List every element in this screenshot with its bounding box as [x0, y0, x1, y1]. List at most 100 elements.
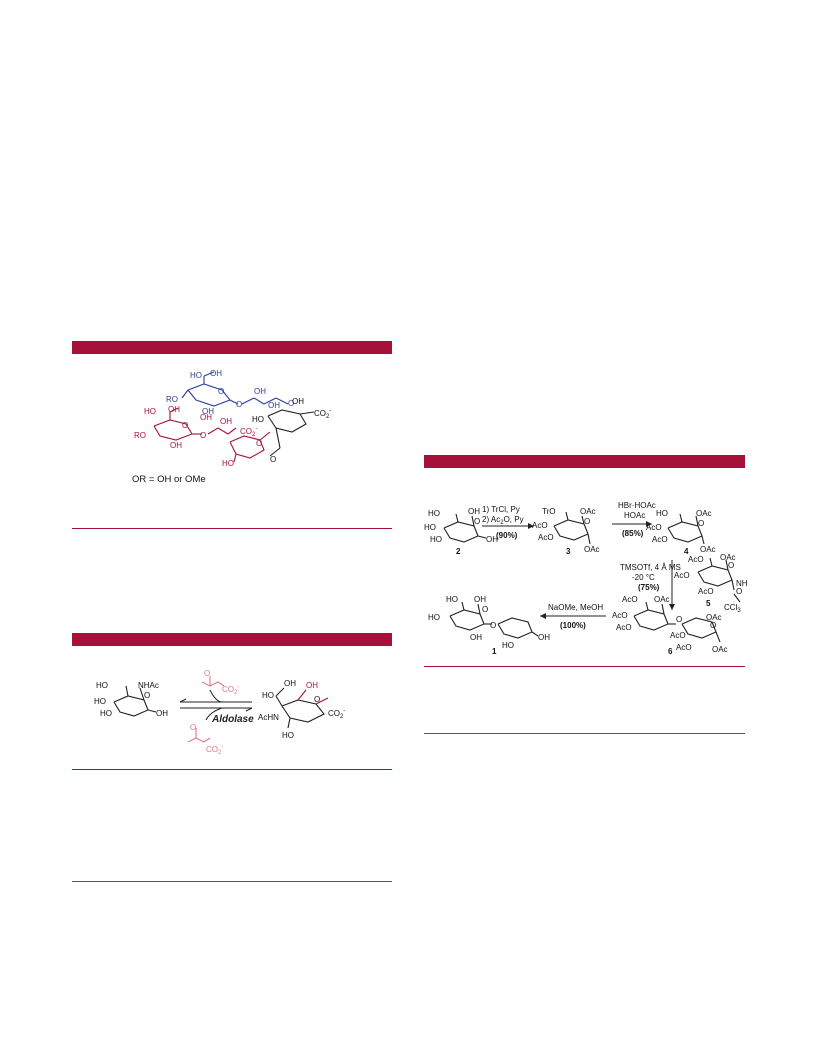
s3-step2-arrowhead: [646, 521, 652, 527]
s3-step3-yield: (75%): [638, 583, 660, 592]
s3-c1-number: 1: [492, 647, 497, 656]
s3-c6-o1: O: [676, 615, 682, 624]
s2-pyr-top-co2: CO2-: [222, 684, 239, 696]
blue-ring: [181, 371, 289, 407]
scheme1-figure: HO OH RO O O OH OH OH O OH CO2- HO O HO …: [132, 369, 331, 485]
s3-c2-oh1: OH: [468, 507, 480, 516]
scheme2-figure: HO NHAc HO HO OH O O CO2- Aldolase O CO2…: [94, 669, 345, 756]
s1-black-o: O: [270, 455, 276, 464]
s1-red-o2: O: [200, 431, 206, 440]
s3-c1-ho1: HO: [446, 595, 458, 604]
s3-c6-oac1: OAc: [654, 595, 670, 604]
s3-c2-number: 2: [456, 547, 461, 556]
scheme3-header-bar: [424, 455, 745, 468]
left-column-bottom-rule: [72, 881, 392, 882]
s3-c1-o1: O: [482, 605, 488, 614]
s1-red-oh2: OH: [170, 441, 182, 450]
s3-c1-oh2: OH: [470, 633, 482, 642]
s3-step4-arrowhead: [540, 613, 546, 619]
s1-blue-o2: O: [236, 400, 242, 409]
scheme1-bottom-rule: [72, 528, 392, 529]
s2-right-ho2: HO: [282, 731, 294, 740]
s3-step3-line1: TMSOTf, 4 Å MS: [620, 563, 681, 572]
s3-c4-oac2: OAc: [700, 545, 716, 554]
s3-c3-ring: [553, 511, 591, 545]
s3-c3-aco2: AcO: [538, 533, 554, 542]
s3-c6-oac3: OAc: [712, 645, 728, 654]
s1-blue-ro: RO: [166, 395, 178, 404]
s1-red-oh3: OH: [220, 417, 232, 426]
black-ring: [267, 409, 315, 457]
s1-red-ho1: HO: [144, 407, 156, 416]
s2-left-ho2: HO: [94, 697, 106, 706]
s1-blue-o1: O: [218, 387, 224, 396]
scheme3-figure: HO OH HO HO OH O 2 1) TrCl, Py 2) Ac2O, …: [424, 501, 748, 656]
s3-c4-number: 4: [684, 547, 689, 556]
s3-c1-oh1: OH: [474, 595, 486, 604]
s2-left-o: O: [144, 691, 150, 700]
s3-c2-o: O: [474, 517, 480, 526]
s3-c6-aco1: AcO: [622, 595, 638, 604]
s2-enzyme-label: Aldolase: [211, 714, 254, 725]
s3-step1-line2: 2) Ac2O, Py: [482, 515, 524, 526]
s1-black-co2: CO2-: [314, 408, 331, 420]
s3-step2-line2: HOAc: [624, 511, 645, 520]
s3-c5-o1: O: [728, 561, 734, 570]
s3-c6-aco5: AcO: [676, 643, 692, 652]
s3-step1-line1: 1) TrCl, Py: [482, 505, 520, 514]
s2-left-nhac: NHAc: [138, 681, 159, 690]
s3-c2-ho2: HO: [424, 523, 436, 532]
s1-black-oh: OH: [292, 397, 304, 406]
s3-c6-oac2: OAc: [706, 613, 722, 622]
s2-left-ho3: HO: [100, 709, 112, 718]
s1-blue-ho1: HO: [190, 371, 202, 380]
s3-c4-aco2: AcO: [652, 535, 668, 544]
s1-blue-oh3: OH: [254, 387, 266, 396]
s1-blue-oh4: OH: [268, 401, 280, 410]
s3-step3-arrowhead: [669, 604, 675, 610]
s3-c3-o: O: [584, 517, 590, 526]
scheme3-bottom-rule: [424, 666, 745, 667]
s3-c3-aco1: AcO: [532, 521, 548, 530]
s3-c6-number: 6: [668, 647, 673, 656]
s3-c3-oac1: OAc: [580, 507, 596, 516]
s2-left-oh: OH: [156, 709, 168, 718]
s2-left-ring: [113, 685, 157, 717]
s3-c6-aco2: AcO: [612, 611, 628, 620]
s3-c3-oac2: OAc: [584, 545, 600, 554]
scheme2-header-bar: [72, 633, 392, 646]
s3-step1-yield: (90%): [496, 531, 518, 540]
s3-step4-yield: (100%): [560, 621, 586, 630]
s3-c1-o2: O: [490, 621, 496, 630]
s3-c4-ring: [667, 513, 705, 545]
s2-left-ho1: HO: [96, 681, 108, 690]
s3-c6-o2: O: [710, 621, 716, 630]
s2-pyruvate-bottom: [187, 728, 211, 743]
s3-c4-o: O: [698, 519, 704, 528]
s3-c2-oh2: OH: [486, 535, 498, 544]
s3-c2-ho1: HO: [428, 509, 440, 518]
s1-red-ho2: HO: [222, 459, 234, 468]
s1-legend: OR = OH or OMe: [132, 474, 206, 485]
s1-red-ro: RO: [134, 431, 146, 440]
scheme1-header-bar: [72, 341, 392, 354]
s3-c5-aco1: AcO: [688, 555, 704, 564]
s3-c6-aco4: AcO: [670, 631, 686, 640]
s3-step4-line1: NaOMe, MeOH: [548, 603, 603, 612]
scheme2-bottom-rule: [72, 769, 392, 770]
s2-right-red-bonds: [297, 689, 329, 705]
s1-red-oh1: OH: [168, 405, 180, 414]
s3-c4-oac1: OAc: [696, 509, 712, 518]
s3-c6-rings: [633, 601, 721, 643]
s1-blue-o3: O: [288, 399, 294, 408]
s3-c2-ho3: HO: [430, 535, 442, 544]
s2-right-oh-red: OH: [306, 681, 318, 690]
s2-right-oh1: OH: [284, 679, 296, 688]
s2-pyr-bot-o: O: [190, 723, 196, 732]
s3-c6-aco3: AcO: [616, 623, 632, 632]
right-column-bottom-rule: [424, 733, 745, 734]
s3-c3-tro: TrO: [542, 507, 555, 516]
s3-c5-nh: NH: [736, 579, 748, 588]
s3-c5-number: 5: [706, 599, 711, 608]
s3-c3-number: 3: [566, 547, 571, 556]
